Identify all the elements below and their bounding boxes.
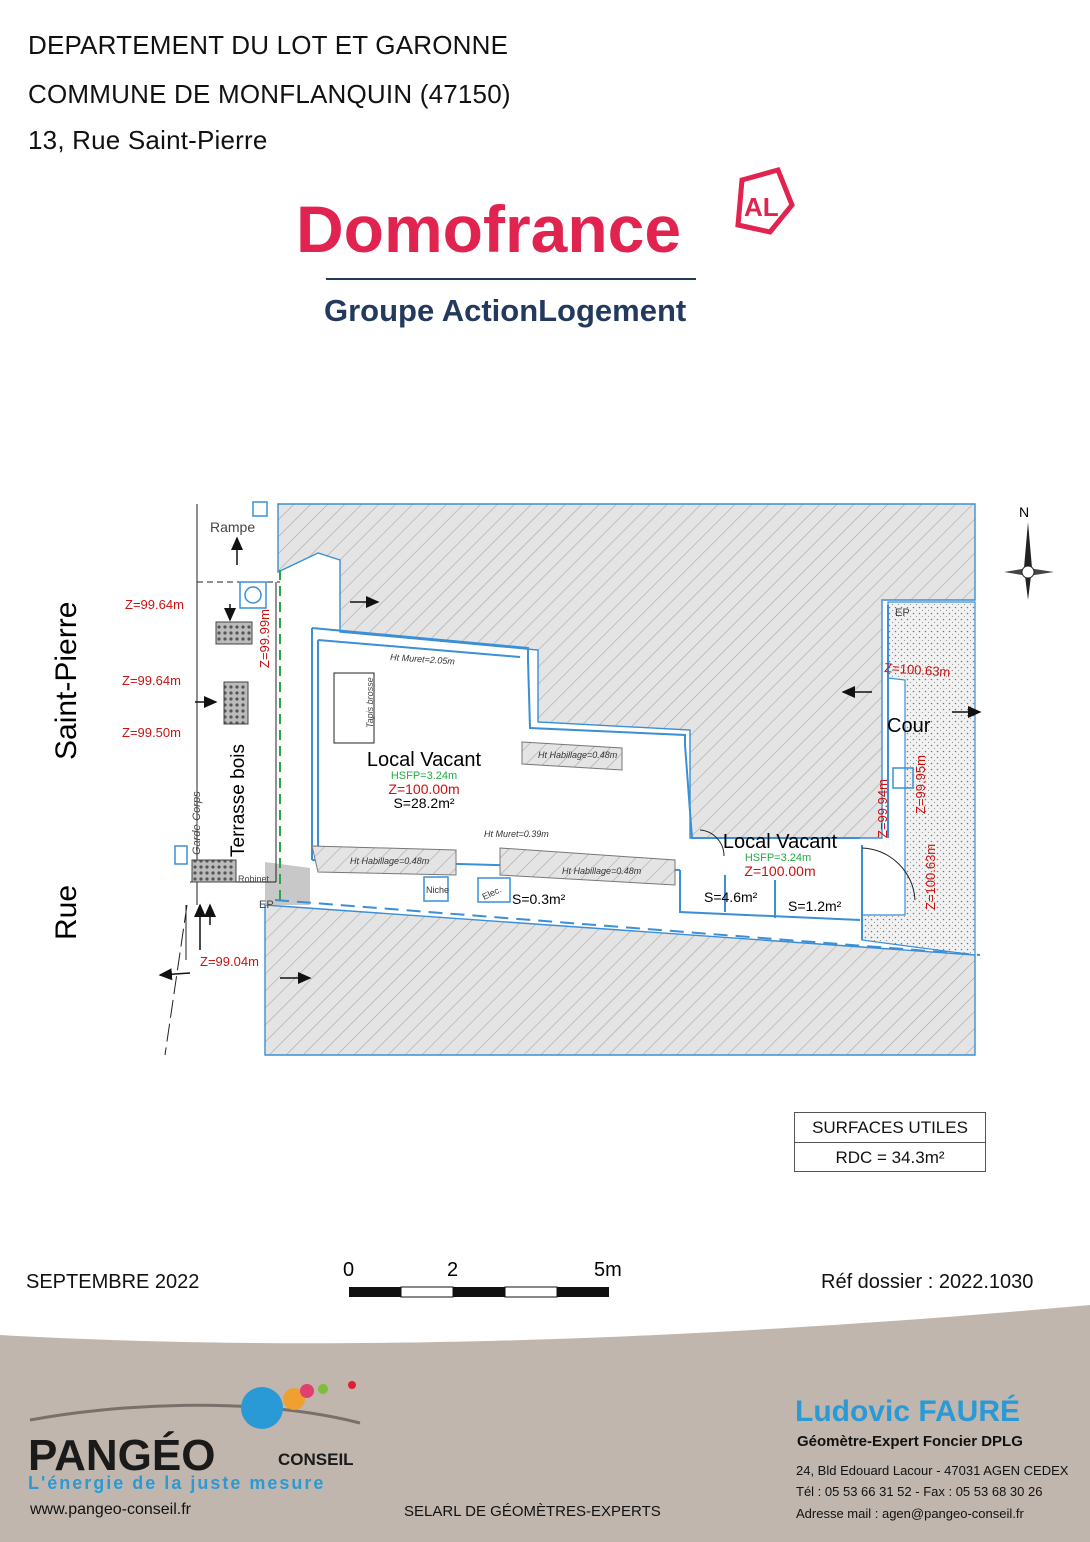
z-label-f: Z=100.63m [884,660,951,680]
z-label-i: Z=100.63m [923,844,938,910]
ramp-label: Rampe [210,519,255,535]
pangeo-name: PANGÉO [28,1430,215,1480]
north-compass-icon: N [1004,504,1054,600]
elec-box [477,877,511,903]
expert-title: Géomètre-Expert Foncier DPLG [797,1433,1023,1450]
robinet-label: Robinet [238,874,270,884]
grate-3 [191,859,237,883]
expert-mail: Adresse mail : agen@pangeo-conseil.fr [796,1506,1024,1521]
terrace-label: Terrasse bois [228,744,249,857]
ep-left-label: EP [259,899,274,911]
habillage-label-2: Ht Habillage=0.48m [562,866,642,876]
surface-small-1: S=0.3m² [512,891,566,907]
room1-z: Z=100.00m [388,781,459,797]
domofrance-logo: Domofrance AL Groupe ActionLogement [296,166,795,328]
street-name-label: Saint-Pierre [50,602,83,760]
habillage-strips [311,741,676,886]
neighbouring-buildings [264,503,976,1056]
room2-name: Local Vacant [723,831,838,853]
brand-name: Domofrance [296,192,681,266]
street-terrace [164,504,280,1056]
garde-corps-box [174,845,188,865]
niche-label: Niche [426,885,449,895]
habillage-label-1: Ht Habillage=0.48m [350,856,430,866]
pangeo-tagline: L'énergie de la juste mesure [28,1473,325,1493]
pangeo-conseil: CONSEIL [278,1450,354,1469]
regard-box [239,581,267,609]
ep-right-label: EP [895,607,910,619]
header-commune: COMMUNE DE MONFLANQUIN (47150) [28,79,511,109]
scale-label-2: 2 [447,1259,458,1281]
room2-hsfp: HSFP=3.24m [745,852,811,864]
z-label-g: Z=99.94m [875,779,890,838]
scale-bar: 0 2 5m [343,1259,622,1298]
room1-s: S=28.2m² [393,795,454,811]
elec-label: Elec. [481,884,503,902]
scale-label-5: 5m [594,1259,622,1281]
expert-name: Ludovic FAURÉ [795,1394,1020,1428]
surfaces-table: SURFACES UTILES RDC = 34.3m² [794,1112,986,1172]
z-label-h: Z=99.95m [913,755,928,814]
scale-label-0: 0 [343,1259,354,1281]
regard-top [252,501,268,517]
street-type-label: Rue [50,885,83,940]
footer-band: PANGÉO CONSEIL L'énergie de la juste mes… [0,1305,1090,1542]
surface-small-2: S=4.6m² [704,889,758,905]
z-label-b: Z=99.64m [122,673,181,688]
z-label-a: Z=99.64m [125,597,184,612]
brand-badge: AL [744,192,779,222]
door-arc-1 [861,847,916,901]
muret-label-2: Ht Muret=0.39m [484,829,549,839]
grate-1 [215,621,253,645]
pangeo-website: www.pangeo-conseil.fr [29,1501,192,1518]
footer-date: SEPTEMBRE 2022 [26,1271,200,1293]
brand-group: Groupe ActionLogement [324,293,686,328]
expert-address: 24, Bld Edouard Lacour - 47031 AGEN CEDE… [796,1463,1069,1478]
footer-ref: Réf dossier : 2022.1030 [821,1271,1034,1293]
expert-phone: Tél : 05 53 66 31 52 - Fax : 05 53 68 30… [796,1484,1042,1499]
surfaces-value: RDC = 34.3m² [795,1142,985,1172]
z-label-d: Z=99.99m [257,609,272,668]
header-department: DEPARTEMENT DU LOT ET GARONNE [28,30,509,60]
header-address: 13, Rue Saint-Pierre [28,125,268,155]
garde-corps-label: Garde-Corps [191,791,203,855]
regard-circle [244,586,262,604]
room1-name: Local Vacant [367,749,482,771]
z-label-c: Z=99.50m [122,725,181,740]
room-walls [274,570,981,956]
surfaces-title: SURFACES UTILES [812,1118,968,1137]
plan-drawing: Domofrance AL Groupe ActionLogement [50,166,1054,1298]
tapis-label: Tapis brosse [365,677,375,728]
habillage-label-3: Ht Habillage=0.48m [538,750,618,760]
selarl-label: SELARL DE GÉOMÈTRES-EXPERTS [404,1503,661,1520]
room1-hsfp: HSFP=3.24m [391,770,457,782]
tapis-brosse [333,672,375,744]
muret-label-1: Ht Muret=2.05m [390,652,456,667]
courtyard-box [892,767,914,789]
north-label: N [1019,504,1029,520]
niche-box [423,876,449,902]
door-arc-2 [699,829,725,857]
surface-small-3: S=1.2m² [788,898,842,914]
pangeo-bubble-icon [241,1387,283,1429]
z-label-e: Z=99.04m [200,954,259,969]
grate-2 [223,681,249,725]
flow-arrows [158,536,982,984]
brand-hexagon-icon [735,166,795,235]
cour-label: Cour [887,715,931,737]
room2-z: Z=100.00m [744,863,815,879]
